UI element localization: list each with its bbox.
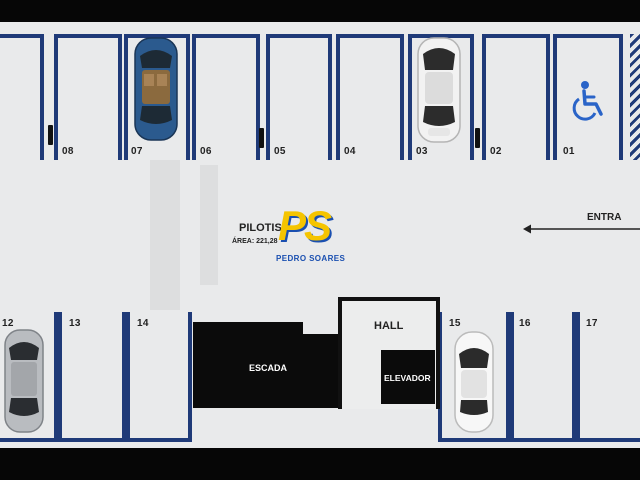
car-white-hatchback (454, 331, 494, 433)
parking-stall-03[interactable] (408, 34, 474, 160)
logo: PS PEDRO SOARES (272, 202, 364, 266)
spot-number: 04 (344, 146, 356, 157)
logo-name: PEDRO SOARES (276, 254, 346, 263)
parking-stall-07[interactable] (124, 34, 190, 160)
elevator-block (381, 350, 435, 404)
parking-stall-17[interactable] (576, 312, 640, 442)
parking-stall-16[interactable] (510, 312, 576, 442)
spot-number: 13 (69, 318, 81, 329)
parking-stall-08[interactable] (54, 34, 122, 160)
stairs-block (303, 334, 341, 408)
parking-stall-02[interactable] (482, 34, 550, 160)
spot-number: 12 (2, 318, 14, 329)
area-label: ÁREA: 221,28 (232, 238, 278, 245)
spot-number: 07 (131, 146, 143, 157)
car-blue-sedan (134, 37, 178, 141)
parking-stall-13[interactable] (58, 312, 126, 442)
pilotis-label: PILOTIS (239, 222, 282, 234)
parking-stall-14[interactable] (126, 312, 192, 442)
bollard (48, 125, 53, 145)
spot-number: 02 (490, 146, 502, 157)
stairs-block (193, 322, 303, 408)
parking-stall-01[interactable] (553, 34, 623, 160)
spot-number: 15 (449, 318, 461, 329)
car-white-sedan (417, 37, 461, 143)
spot-number: 05 (274, 146, 286, 157)
logo-mark: PS (278, 202, 332, 249)
wheelchair-icon (572, 81, 603, 121)
bollard (475, 128, 480, 148)
spot-number: 03 (416, 146, 428, 157)
arrow-left-icon (523, 224, 640, 234)
parking-stall-15[interactable] (438, 312, 510, 442)
parking-stall-06[interactable] (192, 34, 260, 160)
spot-number: 06 (200, 146, 212, 157)
car-silver-sedan (4, 329, 44, 433)
spot-number: 16 (519, 318, 531, 329)
parking-stall-end (0, 34, 44, 160)
spot-number: 17 (586, 318, 598, 329)
floor-shadow (150, 160, 180, 310)
floor-shadow (200, 165, 218, 285)
spot-number: 14 (137, 318, 149, 329)
parking-stall-04[interactable] (336, 34, 404, 160)
hall-label: HALL (374, 320, 404, 332)
bollard (259, 128, 264, 148)
parking-stall-12[interactable] (0, 312, 58, 442)
entry-label: ENTRA (587, 212, 622, 223)
stairs-label: ESCADA (249, 363, 288, 373)
parking-stall-05[interactable] (266, 34, 332, 160)
spot-number: 08 (62, 146, 74, 157)
hatched-zone (630, 34, 640, 160)
spot-number: 01 (563, 146, 575, 157)
elevator-label: ELEVADOR (384, 373, 431, 383)
